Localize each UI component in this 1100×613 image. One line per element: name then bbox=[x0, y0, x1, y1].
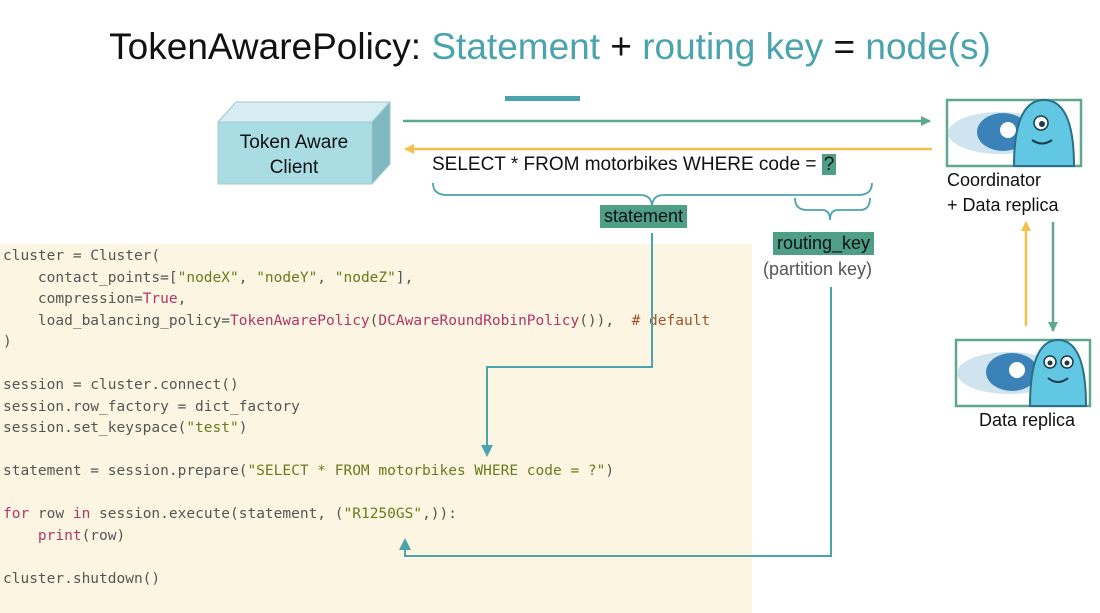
statement-brace bbox=[432, 182, 873, 208]
code-line: compression=True, bbox=[3, 291, 186, 307]
title-prefix: TokenAwarePolicy: bbox=[109, 26, 432, 67]
code-token: session.set_keyspace( bbox=[3, 420, 187, 436]
code-token: in bbox=[72, 506, 91, 522]
title-nodes: node(s) bbox=[865, 26, 991, 67]
code-token: compression= bbox=[3, 291, 143, 307]
code-token: "R1250GS" bbox=[343, 506, 423, 522]
statement-tag: statement bbox=[600, 205, 688, 228]
code-token: "test" bbox=[186, 420, 239, 436]
code-token: TokenAwarePolicy bbox=[229, 312, 370, 329]
code-token: # default bbox=[631, 312, 711, 329]
title-accent-bar bbox=[505, 96, 580, 101]
routing-key-flow-arrow bbox=[399, 287, 832, 557]
code-token: True bbox=[142, 291, 178, 307]
code-line: session = cluster.connect() bbox=[3, 377, 239, 393]
code-token: session = cluster.connect() bbox=[3, 377, 239, 393]
code-line: for row in session.execute(statement, ("… bbox=[3, 506, 457, 522]
code-token: session.execute(statement, ( bbox=[90, 506, 344, 522]
title-plus: + bbox=[600, 26, 643, 67]
code-token: session.row_factory = dict_factory bbox=[3, 398, 300, 415]
coordinator-node-icon bbox=[945, 98, 1083, 168]
query-text: SELECT * FROM motorbikes WHERE code = ? bbox=[432, 154, 837, 176]
code-token: ,)): bbox=[422, 506, 457, 522]
code-token: , bbox=[177, 291, 187, 307]
code-token: "nodeZ" bbox=[334, 269, 396, 286]
code-token: "SELECT * FROM motorbikes WHERE code = ?… bbox=[247, 463, 606, 479]
code-line: session.set_keyspace("test") bbox=[3, 420, 247, 436]
client-label: Token Aware Client bbox=[220, 130, 368, 180]
coordinator-label-line1: Coordinator bbox=[947, 170, 1042, 190]
code-token: ], bbox=[395, 269, 414, 286]
title-equals: = bbox=[823, 26, 866, 67]
code-token: , bbox=[317, 269, 335, 286]
code-token: contact_points=[ bbox=[3, 269, 178, 286]
slide-title: TokenAwarePolicy: Statement + routing ke… bbox=[0, 26, 1100, 68]
code-line: print(row) bbox=[3, 528, 125, 544]
code-token: cluster = Cluster( bbox=[3, 248, 161, 264]
code-token: cluster.shutdown() bbox=[3, 570, 161, 587]
code-token: "nodeY" bbox=[256, 269, 318, 286]
code-token: , bbox=[238, 269, 257, 286]
code-line: cluster.shutdown() bbox=[3, 571, 160, 587]
code-line: cluster = Cluster( bbox=[3, 248, 160, 264]
code-token: "nodeX" bbox=[177, 269, 239, 286]
query-statement: SELECT * FROM motorbikes WHERE code = bbox=[432, 154, 822, 175]
code-token: statement = session.prepare( bbox=[3, 463, 248, 479]
client-label-line2: Client bbox=[269, 157, 319, 178]
replica-label: Data replica bbox=[979, 410, 1076, 430]
client-cube bbox=[216, 100, 392, 186]
code-token: row bbox=[29, 506, 73, 522]
replica-node-icon bbox=[954, 338, 1092, 408]
code-line: load_balancing_policy=TokenAwarePolicy(D… bbox=[3, 313, 710, 329]
code-token: (row) bbox=[81, 527, 126, 544]
client-label-line1: Token Aware bbox=[239, 132, 349, 153]
code-token: DCAwareRoundRobinPolicy bbox=[378, 312, 580, 329]
code-line: statement = session.prepare("SELECT * FR… bbox=[3, 463, 614, 479]
code-token: ) bbox=[238, 420, 248, 436]
query-placeholder: ? bbox=[821, 154, 837, 175]
code-line: contact_points=["nodeX", "nodeY", "nodeZ… bbox=[3, 270, 413, 286]
code-token: load_balancing_policy= bbox=[3, 312, 230, 329]
routing-key-tag: routing_key bbox=[773, 232, 875, 255]
code-line: ) bbox=[3, 334, 12, 350]
code-token: print bbox=[37, 527, 82, 544]
code-token: ) bbox=[605, 463, 615, 479]
code-token: for bbox=[3, 506, 30, 522]
code-token: ( bbox=[369, 312, 379, 329]
statement-flow-arrow bbox=[481, 233, 653, 457]
title-routing-key: routing key bbox=[642, 26, 824, 67]
code-token: ) bbox=[3, 334, 12, 350]
title-statement: Statement bbox=[431, 26, 601, 67]
code-token: ()), bbox=[579, 312, 632, 329]
code-panel: cluster = Cluster( contact_points=["node… bbox=[0, 244, 752, 613]
partition-key-label: (partition key) bbox=[763, 259, 873, 279]
coordinator-label-line2: + Data replica bbox=[947, 195, 1059, 215]
code-line: session.row_factory = dict_factory bbox=[3, 399, 300, 415]
coordinator-label: Coordinator + Data replica bbox=[947, 168, 1059, 218]
routing-key-brace bbox=[794, 197, 871, 221]
